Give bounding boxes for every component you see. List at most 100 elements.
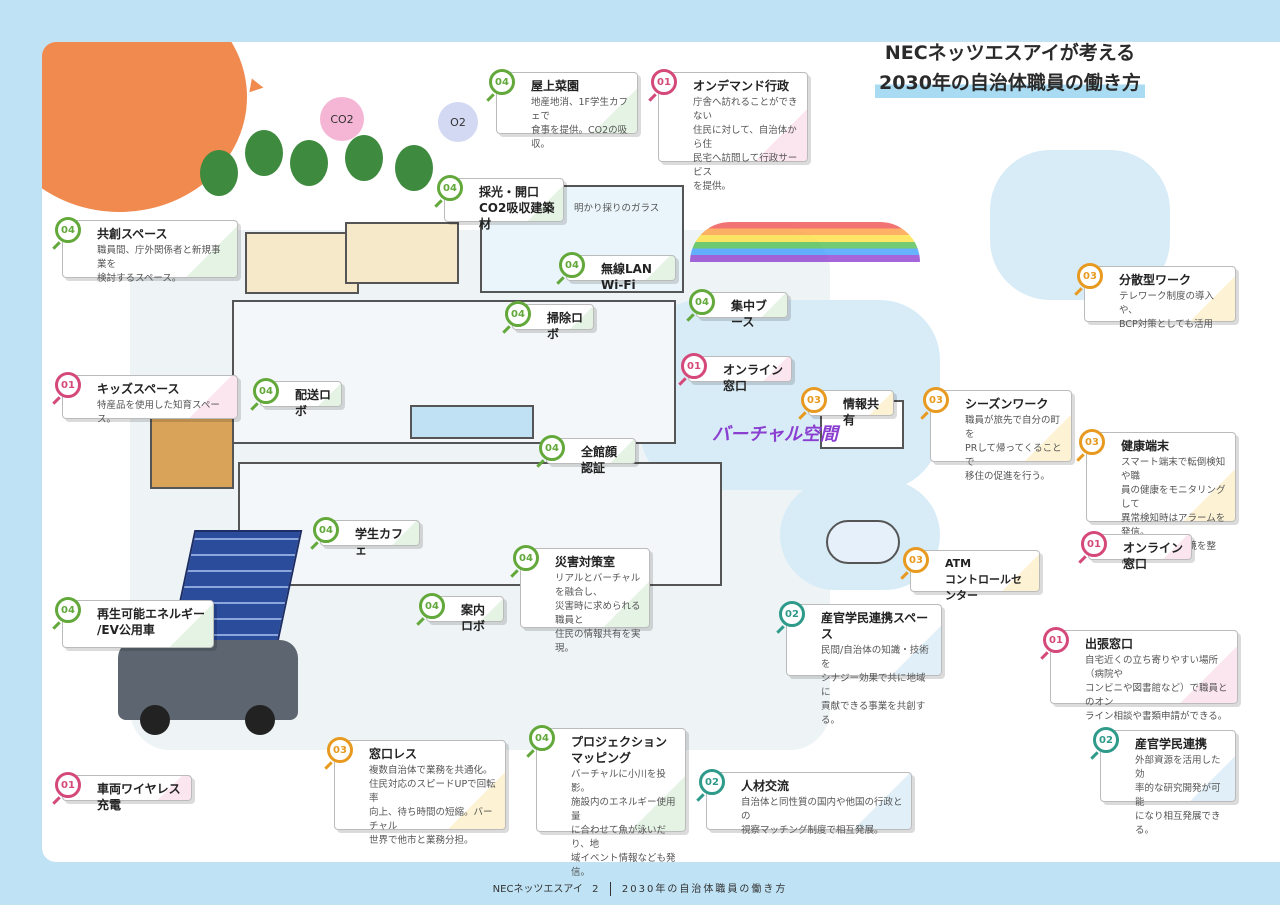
callout-title: 分散型ワーク xyxy=(1119,273,1192,287)
category-badge: 04 xyxy=(313,517,339,543)
category-badge: 01 xyxy=(1043,627,1069,653)
callout-title: 人材交流 xyxy=(741,779,790,793)
callout-counterless-window: 03 窓口レス 複数自治体で業務を共通化。 住民対応のスピードUPで回転率 向上… xyxy=(327,737,506,846)
callout-title: 無線LAN Wi-Fi xyxy=(601,262,652,292)
callout-title: 産官学民連携 xyxy=(1135,737,1208,751)
callout-online-window-2: 01 オンライン窓口 xyxy=(1081,531,1192,571)
category-badge: 01 xyxy=(651,69,677,95)
callout-desc: バーチャルに小川を投影。 施設内のエネルギー使用量 に合わせて魚が泳いだり、地 … xyxy=(571,769,676,878)
callout-title: 案内ロボ xyxy=(461,603,486,633)
callout-renewable-energy-ev: 04 再生可能エネルギー /EV公用車 xyxy=(55,597,214,648)
tree-illustration xyxy=(395,145,433,191)
page-title-line1: NECネッツエスアイが考える xyxy=(884,42,1136,64)
page-title: NECネッツエスアイが考える 2030年の自治体職員の働き方 xyxy=(855,38,1165,98)
callout-desc: 複数自治体で業務を共通化。 住民対応のスピードUPで回転率 向上、待ち時間の短縮… xyxy=(369,765,496,846)
category-badge: 01 xyxy=(681,353,707,379)
callout-title: 窓口レス xyxy=(369,747,418,761)
category-badge: 04 xyxy=(539,435,565,461)
rooftop-garden-bed xyxy=(345,222,459,284)
callout-title: 産官学民連携スペース xyxy=(821,611,929,641)
atm-control-pod xyxy=(826,520,900,564)
callout-mobile-window: 01 出張窓口 自宅近くの立ち寄りやすい場所（病院や コンビニや図書館など）で職… xyxy=(1043,627,1238,722)
category-badge: 04 xyxy=(489,69,515,95)
callout-title: 災害対策室 xyxy=(555,555,616,569)
category-badge: 04 xyxy=(55,217,81,243)
truck-wheel xyxy=(245,705,275,735)
sun-ray xyxy=(249,78,265,95)
callout-title: 学生カフェ xyxy=(355,527,404,557)
category-badge: 01 xyxy=(1081,531,1107,557)
rooftop-garden-bed xyxy=(245,232,359,294)
category-badge: 03 xyxy=(1079,429,1105,455)
callout-information-sharing: 03 情報共有 xyxy=(801,387,894,427)
category-badge: 02 xyxy=(779,601,805,627)
callout-facial-recognition: 04 全館顔認証 xyxy=(539,435,636,475)
callout-title: 出張窓口 xyxy=(1085,637,1134,651)
callout-title: 屋上菜園 xyxy=(531,79,580,93)
callout-title: 車両ワイヤレス充電 xyxy=(97,782,181,812)
callout-title: 全館顔認証 xyxy=(581,445,618,475)
callout-desc: 庁舎へ訪れることができない 住民に対して、自治体から住 民宅へ訪問して行政サービ… xyxy=(693,97,798,192)
callout-desc: 職員間、庁外関係者と新規事業を 検討するスペース。 xyxy=(97,245,221,284)
category-badge: 03 xyxy=(327,737,353,763)
tree-illustration xyxy=(290,140,328,186)
callout-kids-space: 01 キッズスペース 特産品を使用した知育スペース。 xyxy=(55,372,238,425)
category-badge: 04 xyxy=(689,289,715,315)
callout-cleaning-robot: 04 掃除ロボ xyxy=(505,301,594,341)
footer-divider xyxy=(609,882,611,896)
callout-rooftop-garden: 04 屋上菜園 地産地消、1F学生カフェで 食事を提供。CO2の吸収。 xyxy=(489,69,638,150)
category-badge: 04 xyxy=(437,175,463,201)
callout-atm-control-center: 03 ATM コントロールセンター xyxy=(903,547,1040,602)
callout-wireless-lan: 04 無線LAN Wi-Fi xyxy=(559,252,676,292)
rainbow-illustration xyxy=(690,222,920,262)
callout-desc: 自治体と同性質の国内や他国の行政との 視察マッチング制度で相互発展。 xyxy=(741,797,903,836)
callout-co-creation-space: 04 共創スペース 職員間、庁外関係者と新規事業を 検討するスペース。 xyxy=(55,217,238,284)
category-badge: 03 xyxy=(923,387,949,413)
callout-desc: リアルとバーチャルを融合し、 災害時に求められる職員と 住民の情報共有を実現。 xyxy=(555,573,641,654)
callout-title: シーズンワーク xyxy=(965,397,1049,411)
virtual-space-label: バーチャル空間 xyxy=(712,424,838,445)
callout-desc: 自宅近くの立ち寄りやすい場所（病院や コンビニや図書館など）で職員とのオン ライ… xyxy=(1085,655,1228,722)
callout-desc: テレワーク制度の導入や、 BCP対策としても活用 xyxy=(1119,291,1215,330)
footer-brand: NECネッツエスアイ xyxy=(492,884,583,895)
callout-title: 健康端末 xyxy=(1121,439,1170,453)
category-badge: 03 xyxy=(1077,263,1103,289)
callout-title: 再生可能エネルギー /EV公用車 xyxy=(97,607,206,637)
window-glass xyxy=(410,405,534,439)
callout-industry-academia-space: 02 産官学民連携スペース 民間/自治体の知識・技術を シナジー効果で共に地域に… xyxy=(779,601,942,726)
o2-bubble: O2 xyxy=(438,102,478,142)
callout-daylight-building-material: 04 採光・開口 CO2吸収建築材 xyxy=(437,175,564,231)
category-badge: 02 xyxy=(1093,727,1119,753)
page-title-line2: 2030年の自治体職員の働き方 xyxy=(875,68,1145,98)
callout-delivery-robot: 04 配送ロボ xyxy=(253,378,342,418)
callout-desc: 外部資源を活用した効 率的な研究開発が可能 になり相互発展できる。 xyxy=(1135,755,1221,836)
sun-ray xyxy=(110,158,128,175)
callout-title: オンライン窓口 xyxy=(1123,541,1184,571)
callout-desc: 地産地消、1F学生カフェで 食事を提供。CO2の吸収。 xyxy=(531,97,629,150)
category-badge: 04 xyxy=(419,593,445,619)
co2-bubble: CO2 xyxy=(320,97,364,141)
callout-title: オンデマンド行政 xyxy=(693,79,790,93)
category-badge: 04 xyxy=(559,252,585,278)
callout-title: ATM コントロールセンター xyxy=(945,557,1022,602)
callout-vehicle-wireless-charging: 01 車両ワイヤレス充電 xyxy=(55,772,192,812)
callout-title: オンライン窓口 xyxy=(723,363,784,393)
category-badge: 01 xyxy=(55,372,81,398)
category-badge: 04 xyxy=(529,725,555,751)
callout-focus-booth: 04 集中ブース xyxy=(689,289,788,329)
callout-title: 集中ブース xyxy=(731,299,768,329)
callout-student-cafe: 04 学生カフェ xyxy=(313,517,420,557)
callout-on-demand-admin: 01 オンデマンド行政 庁舎へ訪れることができない 住民に対して、自治体から住 … xyxy=(651,69,808,192)
category-badge: 04 xyxy=(55,597,81,623)
callout-desc: 民間/自治体の知識・技術を シナジー効果で共に地域に 貢献できる事業を共創する。 xyxy=(821,645,929,726)
category-badge: 04 xyxy=(513,545,539,571)
footer-subtitle: 2030年の自治体職員の働き方 xyxy=(621,884,788,895)
callout-online-window-1: 01 オンライン窓口 xyxy=(681,353,792,393)
callout-desc: 職員が旅先で自分の町を PRして帰ってくることで 移住の促進を行う。 xyxy=(965,415,1062,482)
callout-distributed-work: 03 分散型ワーク テレワーク制度の導入や、 BCP対策としても活用 xyxy=(1077,263,1236,330)
category-badge: 01 xyxy=(55,772,81,798)
callout-title: プロジェクション マッピング xyxy=(571,735,668,765)
callout-title: 掃除ロボ xyxy=(547,311,584,341)
callout-industry-academia-collaboration: 02 産官学民連携 外部資源を活用した効 率的な研究開発が可能 になり相互発展で… xyxy=(1093,727,1236,836)
category-badge: 03 xyxy=(903,547,929,573)
